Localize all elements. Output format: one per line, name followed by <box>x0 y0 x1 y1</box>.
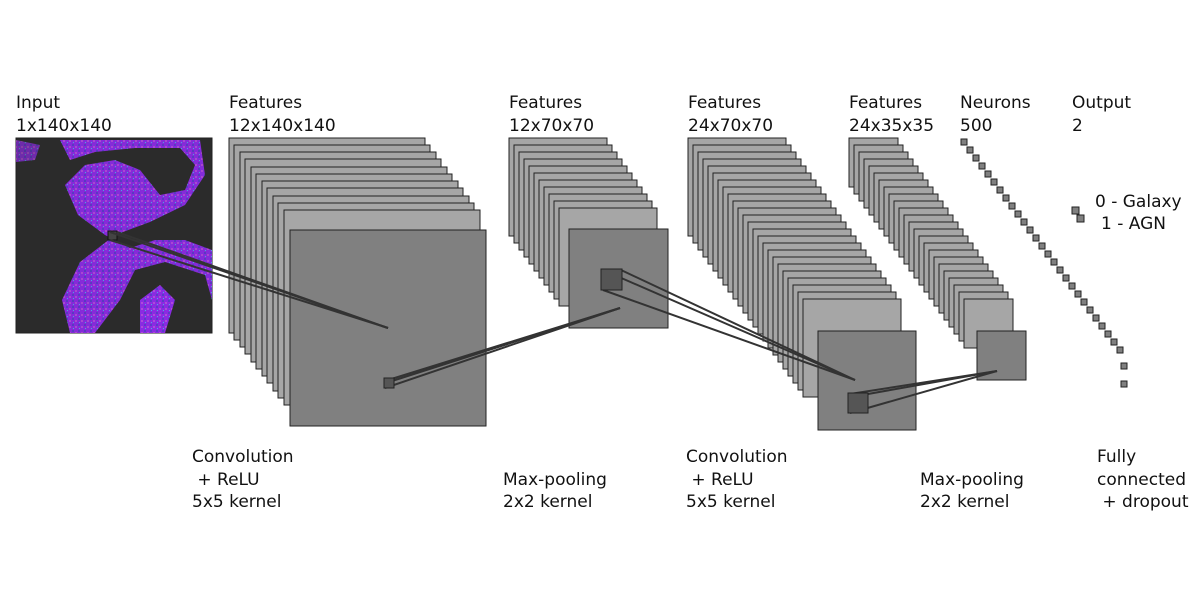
layer-dims: 2 <box>1072 116 1083 136</box>
layer-dims: 12x140x140 <box>229 116 336 136</box>
feature-stack-pool1 <box>508 137 669 329</box>
operation-line: Convolution <box>686 447 788 467</box>
operation-pool1: Max-pooling 2x2 kernel <box>503 470 607 512</box>
pool1-kernel-marker <box>600 268 623 291</box>
connection-lines <box>109 231 998 414</box>
layer-label-conv1-features: Features 12x140x140 <box>229 93 336 136</box>
layer-title: Features <box>849 93 922 113</box>
operation-line: connected <box>1097 470 1186 490</box>
operation-line: Convolution <box>192 447 294 467</box>
output-class-agn: 1 - AGN <box>1101 214 1166 234</box>
layer-title: Features <box>229 93 302 113</box>
operation-line: 2x2 kernel <box>920 492 1009 512</box>
conv2-kernel-marker <box>847 392 869 414</box>
feature-stack-pool2 <box>848 137 1027 381</box>
layer-dims: 1x140x140 <box>16 116 112 136</box>
layer-dims: 12x70x70 <box>509 116 594 136</box>
layer-dims: 500 <box>960 116 992 136</box>
feature-stack-conv2 <box>687 137 917 431</box>
layer-title: Neurons <box>960 93 1031 113</box>
operation-line: 5x5 kernel <box>192 492 281 512</box>
operation-line: Max-pooling <box>920 470 1024 490</box>
layer-title: Output <box>1072 93 1131 113</box>
layer-label-pool2-features: Features 24x35x35 <box>849 93 934 136</box>
operation-line: Max-pooling <box>503 470 607 490</box>
operation-line: + ReLU <box>686 470 754 490</box>
operation-line: 2x2 kernel <box>503 492 592 512</box>
operation-line: 5x5 kernel <box>686 492 775 512</box>
feature-stack-conv1 <box>228 137 487 427</box>
layer-title: Input <box>16 93 60 113</box>
neurons-column <box>960 138 1128 388</box>
output-units <box>1071 206 1085 223</box>
layer-title: Features <box>509 93 582 113</box>
operation-line: Fully <box>1097 447 1136 467</box>
operation-conv2: Convolution + ReLU 5x5 kernel <box>686 447 788 512</box>
layer-label-input: Input 1x140x140 <box>16 93 112 136</box>
layer-label-pool1-features: Features 12x70x70 <box>509 93 594 136</box>
input-image <box>15 137 213 334</box>
layer-dims: 24x35x35 <box>849 116 934 136</box>
operation-pool2: Max-pooling 2x2 kernel <box>920 470 1024 512</box>
operation-fully-connected: Fully connected + dropout <box>1097 447 1189 512</box>
operation-line: + ReLU <box>192 470 260 490</box>
operation-conv1: Convolution + ReLU 5x5 kernel <box>192 447 294 512</box>
layer-dims: 24x70x70 <box>688 116 773 136</box>
layer-label-neurons: Neurons 500 <box>960 93 1031 136</box>
layer-label-conv2-features: Features 24x70x70 <box>688 93 773 136</box>
operation-line: + dropout <box>1097 492 1189 512</box>
layer-title: Features <box>688 93 761 113</box>
output-class-galaxy: 0 - Galaxy <box>1095 192 1182 212</box>
layer-label-output: Output 2 <box>1072 93 1131 136</box>
conv1-kernel-marker <box>383 377 395 389</box>
